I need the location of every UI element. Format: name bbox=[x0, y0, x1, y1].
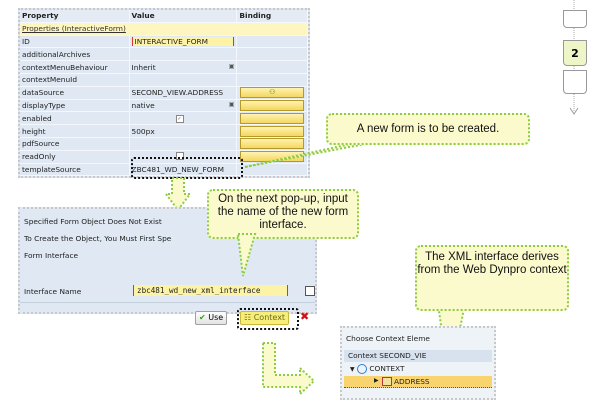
step-box-current: 2 bbox=[563, 40, 587, 66]
table-row[interactable]: contextMenuId bbox=[20, 73, 308, 87]
node-element-icon bbox=[382, 377, 392, 386]
context-popup: Choose Context Eleme Context SECOND_VIE … bbox=[340, 326, 496, 400]
use-button[interactable]: ✔ Use bbox=[195, 311, 228, 325]
template-source-highlight bbox=[131, 157, 243, 179]
table-row[interactable]: displayType native ▣ bbox=[20, 99, 308, 113]
down-arrow bbox=[164, 177, 192, 212]
header-value: Value bbox=[129, 10, 238, 23]
step-box-top bbox=[563, 10, 587, 28]
property-name: displayType bbox=[20, 99, 130, 113]
value-help-icon[interactable] bbox=[305, 286, 315, 296]
expand-down-icon[interactable]: ▼ bbox=[350, 366, 355, 373]
value-text: native bbox=[131, 100, 155, 110]
readonly-checkbox[interactable] bbox=[175, 151, 184, 160]
callout-new-form-text: A new form is to be created. bbox=[356, 123, 500, 135]
callout-next-popup: On the next pop-up, input the name of th… bbox=[207, 189, 359, 239]
use-button-label: Use bbox=[208, 313, 224, 322]
tree-node-context-label: CONTEXT bbox=[369, 364, 405, 373]
tree-node-address[interactable]: ▶ ADDRESS bbox=[344, 376, 492, 388]
callout-xml-interface: The XML interface derives from the Web D… bbox=[415, 245, 569, 311]
property-value[interactable]: 500px bbox=[129, 124, 238, 138]
dropdown-icon[interactable]: ▣ bbox=[228, 100, 235, 108]
property-value[interactable]: SECOND_VIEW.ADDRESS bbox=[129, 86, 238, 100]
context-tree-icon: ☷ bbox=[244, 313, 252, 322]
context-header: Context SECOND_VIE bbox=[344, 350, 492, 362]
property-value[interactable]: native ▣ bbox=[129, 99, 238, 113]
callout-xml-interface-text: The XML interface derives from the Web D… bbox=[417, 251, 567, 276]
context-button[interactable]: ☷ Context bbox=[240, 311, 290, 325]
property-name: pdfSource bbox=[20, 137, 130, 151]
property-name: contextMenuId bbox=[20, 73, 130, 87]
popup-message-1: Specified Form Object Does Not Exist bbox=[24, 217, 162, 226]
group-row[interactable]: Properties (InteractiveForm) bbox=[20, 22, 308, 36]
property-value[interactable] bbox=[129, 137, 238, 151]
context-button-highlight bbox=[237, 308, 299, 330]
table-row[interactable]: height 500px bbox=[20, 124, 308, 138]
property-name: height bbox=[20, 124, 130, 138]
property-value[interactable] bbox=[129, 47, 238, 62]
property-table: Property Value Binding Properties (Inter… bbox=[18, 8, 310, 179]
binding-button[interactable] bbox=[240, 138, 304, 150]
table-row[interactable]: contextMenuBehaviour Inherit ▣ bbox=[20, 60, 308, 74]
property-name: ID bbox=[20, 35, 130, 49]
header-property: Property bbox=[20, 10, 130, 23]
popup-divider bbox=[20, 302, 315, 303]
popup-message-3: Form Interface bbox=[24, 251, 79, 260]
table-row[interactable]: enabled ✓ bbox=[20, 111, 308, 126]
enabled-checkbox[interactable]: ✓ bbox=[175, 115, 184, 124]
tree-node-address-label: ADDRESS bbox=[394, 377, 430, 386]
binding-button[interactable] bbox=[240, 125, 304, 137]
binding-button[interactable] bbox=[240, 99, 304, 111]
interface-name-label: Interface Name bbox=[24, 287, 82, 296]
property-name: readOnly bbox=[20, 150, 130, 164]
popup-message-2: To Create the Object, You Must First Spe bbox=[24, 234, 172, 243]
table-row[interactable]: ID INTERACTIVE_FORM bbox=[20, 35, 308, 49]
property-name: enabled bbox=[20, 111, 130, 126]
id-value-input[interactable]: INTERACTIVE_FORM bbox=[131, 36, 234, 46]
step-number: 2 bbox=[571, 46, 579, 60]
property-name: additionalArchives bbox=[20, 47, 130, 62]
step-box-bottom bbox=[563, 70, 587, 94]
binding-button[interactable]: ⚇ bbox=[240, 87, 304, 99]
l-arrow bbox=[262, 342, 316, 397]
callout-new-form: A new form is to be created. bbox=[326, 113, 530, 145]
table-row[interactable]: additionalArchives bbox=[20, 47, 308, 62]
property-name: templateSource bbox=[20, 163, 130, 177]
callout-pointer-new-form bbox=[244, 142, 371, 168]
table-row[interactable]: templateSource ZBC481_WD_NEW_FORM bbox=[20, 163, 308, 177]
callout-next-popup-text: On the next pop-up, input the name of th… bbox=[217, 193, 349, 231]
step-arrow-head bbox=[569, 107, 579, 115]
value-text: Inherit bbox=[131, 62, 156, 72]
binding-button[interactable] bbox=[240, 112, 304, 124]
header-binding: Binding bbox=[236, 10, 308, 23]
cancel-icon[interactable]: ✖ bbox=[300, 310, 310, 323]
table-row[interactable]: dataSource SECOND_VIEW.ADDRESS ⚇ bbox=[20, 86, 308, 100]
table-row[interactable]: pdfSource bbox=[20, 137, 308, 151]
property-value[interactable]: Inherit ▣ bbox=[129, 60, 238, 74]
tree-node-context[interactable]: ▼ CONTEXT bbox=[350, 364, 404, 374]
table-row[interactable]: readOnly bbox=[20, 150, 308, 164]
property-name: dataSource bbox=[20, 86, 130, 100]
group-label[interactable]: Properties (InteractiveForm) bbox=[22, 24, 126, 34]
binding-link-icon: ⚇ bbox=[269, 88, 276, 97]
property-value[interactable]: ZBC481_WD_NEW_FORM bbox=[129, 163, 238, 177]
context-node-icon bbox=[356, 364, 367, 374]
property-value[interactable] bbox=[129, 73, 238, 87]
expand-right-icon[interactable]: ▶ bbox=[374, 377, 379, 384]
check-icon: ✔ bbox=[199, 313, 206, 322]
context-popup-title: Choose Context Eleme bbox=[346, 334, 430, 343]
context-button-label: Context bbox=[253, 313, 286, 322]
interface-name-input[interactable]: zbc481_wd_new_xml_interface bbox=[133, 285, 288, 296]
dropdown-icon[interactable]: ▣ bbox=[228, 62, 235, 70]
property-name: contextMenuBehaviour bbox=[20, 60, 130, 74]
